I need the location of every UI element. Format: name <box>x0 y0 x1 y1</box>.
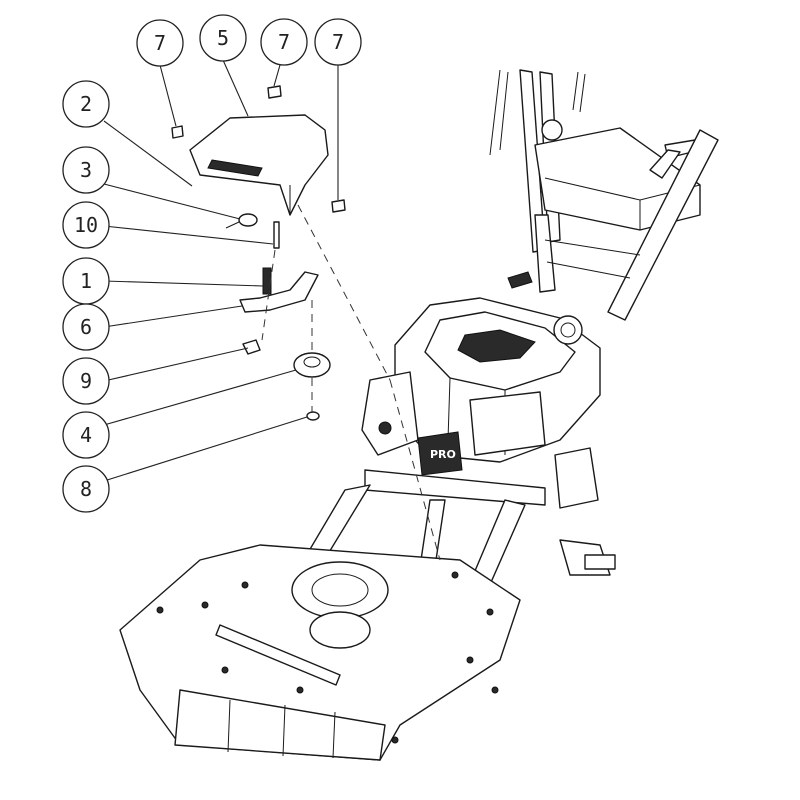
part-idler-pulley <box>293 352 331 378</box>
part-idler-arm <box>239 271 319 313</box>
assembly-guide-lines <box>261 204 441 561</box>
engine: PRO <box>361 271 616 576</box>
part-retainer-clip <box>242 339 261 355</box>
part-spring <box>262 267 272 295</box>
mower-assembly: PRO <box>119 69 719 761</box>
part-bolt-b <box>267 85 282 99</box>
exploded-parts <box>171 85 346 421</box>
callout-9: 9 <box>62 357 110 405</box>
callout-label: 3 <box>80 158 92 182</box>
callout-label: 10 <box>74 213 98 237</box>
callout-7-top-left: 7 <box>136 19 184 67</box>
callout-8: 8 <box>62 465 110 513</box>
part-washer <box>306 411 320 421</box>
callout-label: 4 <box>80 423 92 447</box>
callout-label: 2 <box>80 92 92 116</box>
callout-2: 2 <box>62 80 110 128</box>
part-bolt-c <box>331 199 346 213</box>
callout-label: 8 <box>80 477 92 501</box>
engine-brand-badge: PRO <box>430 448 456 461</box>
callout-6: 6 <box>62 303 110 351</box>
callout-1: 1 <box>62 257 110 305</box>
callout-label: 1 <box>80 269 92 293</box>
part-bolt-a <box>171 125 184 139</box>
callout-10: 10 <box>62 201 110 249</box>
callout-label: 7 <box>332 30 344 54</box>
callout-label: 9 <box>80 369 92 393</box>
deck-bolts <box>156 571 499 744</box>
callout-label: 7 <box>278 30 290 54</box>
part-pin <box>273 221 280 249</box>
callout-label: 7 <box>154 31 166 55</box>
callout-7-top-right: 7 <box>314 18 362 66</box>
handlebar-assembly <box>489 69 719 321</box>
callout-5: 5 <box>199 14 247 62</box>
part-spring-clip <box>238 213 258 227</box>
callout-label: 6 <box>80 315 92 339</box>
leader-lines <box>103 59 339 482</box>
callout-3: 3 <box>62 146 110 194</box>
mower-deck <box>119 544 521 761</box>
callout-4: 4 <box>62 411 110 459</box>
part-cover-plate <box>189 114 329 216</box>
callout-label: 5 <box>217 26 229 50</box>
callout-7-top-middle: 7 <box>260 18 308 66</box>
